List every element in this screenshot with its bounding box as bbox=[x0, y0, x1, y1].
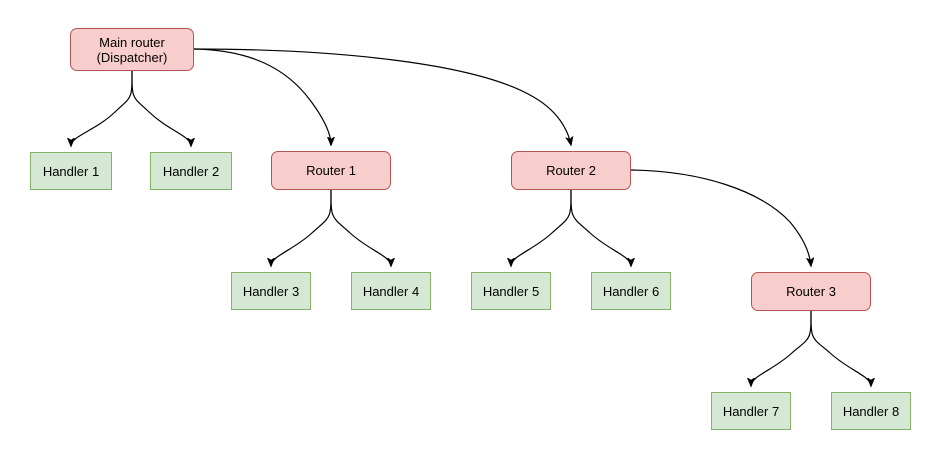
edge-router-3-to-handler-7[interactable] bbox=[751, 310, 812, 386]
edges-group bbox=[71, 48, 871, 386]
node-handler-8[interactable]: Handler 8 bbox=[831, 392, 911, 430]
node-label-main-router: Main router (Dispatcher) bbox=[96, 34, 168, 65]
node-handler-1[interactable]: Handler 1 bbox=[30, 152, 112, 190]
node-label-router-3: Router 3 bbox=[786, 284, 836, 299]
node-handler-3[interactable]: Handler 3 bbox=[231, 272, 311, 310]
node-label-handler-4: Handler 4 bbox=[362, 283, 420, 299]
node-handler-2[interactable]: Handler 2 bbox=[150, 152, 232, 190]
edge-router-1-to-handler-3[interactable] bbox=[271, 189, 332, 266]
node-handler-7[interactable]: Handler 7 bbox=[711, 392, 791, 430]
node-router-3[interactable]: Router 3 bbox=[751, 272, 871, 311]
node-main-router[interactable]: Main router (Dispatcher) bbox=[70, 28, 194, 71]
edge-main-to-router-2[interactable] bbox=[193, 48, 571, 145]
node-label-handler-3: Handler 3 bbox=[242, 283, 300, 299]
node-label-handler-2: Handler 2 bbox=[162, 163, 220, 179]
node-label-handler-7: Handler 7 bbox=[722, 403, 780, 419]
node-handler-4[interactable]: Handler 4 bbox=[351, 272, 431, 310]
edge-main-to-router-1[interactable] bbox=[193, 48, 331, 145]
node-label-router-1: Router 1 bbox=[306, 163, 356, 178]
node-label-router-2: Router 2 bbox=[546, 163, 596, 178]
edge-main-to-handler-1[interactable] bbox=[71, 70, 133, 146]
node-label-handler-1: Handler 1 bbox=[42, 163, 100, 179]
edge-router-1-to-handler-4[interactable] bbox=[330, 189, 391, 266]
node-label-handler-8: Handler 8 bbox=[842, 403, 900, 419]
node-handler-6[interactable]: Handler 6 bbox=[591, 272, 671, 310]
node-router-2[interactable]: Router 2 bbox=[511, 151, 631, 190]
edge-router-2-to-handler-6[interactable] bbox=[570, 189, 631, 266]
node-router-1[interactable]: Router 1 bbox=[271, 151, 391, 190]
edge-router-3-to-handler-8[interactable] bbox=[810, 310, 871, 386]
node-handler-5[interactable]: Handler 5 bbox=[471, 272, 551, 310]
edge-router-2-to-handler-5[interactable] bbox=[511, 189, 572, 266]
node-label-handler-6: Handler 6 bbox=[602, 283, 660, 299]
edge-router-2-to-router-3[interactable] bbox=[630, 169, 811, 266]
node-label-handler-5: Handler 5 bbox=[482, 283, 540, 299]
edge-main-to-handler-2[interactable] bbox=[131, 70, 191, 146]
